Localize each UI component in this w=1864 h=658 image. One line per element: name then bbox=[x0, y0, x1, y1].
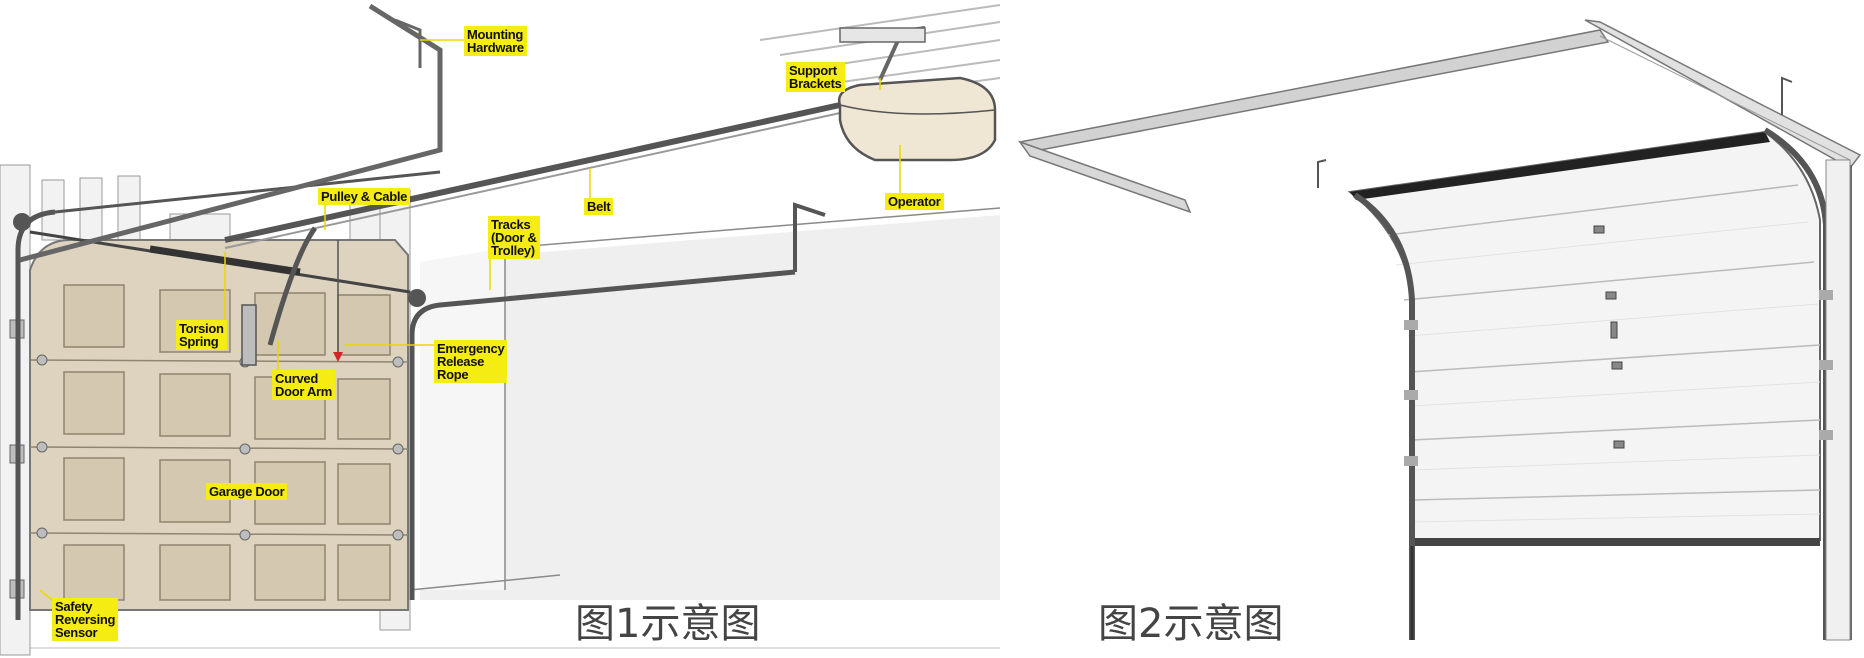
label-torsion-spring: Torsion Spring bbox=[176, 320, 227, 350]
label-mounting-hardware: Mounting Hardware bbox=[464, 26, 527, 56]
label-garage-door: Garage Door bbox=[206, 483, 288, 500]
label-pulley-cable: Pulley & Cable bbox=[318, 188, 411, 205]
label-operator: Operator bbox=[885, 193, 944, 210]
figure2-caption: 图2示意图 bbox=[1098, 601, 1284, 647]
label-support-brackets: Support Brackets bbox=[786, 62, 845, 92]
label-tracks: Tracks (Door & Trolley) bbox=[488, 216, 540, 259]
figure2-illustration bbox=[1018, 19, 1862, 641]
figure1-illustration bbox=[0, 3, 1001, 656]
label-belt: Belt bbox=[584, 198, 614, 215]
label-safety-reversing-sensor: Safety Reversing Sensor bbox=[52, 598, 119, 641]
label-emergency-release-rope: Emergency Release Rope bbox=[434, 340, 508, 383]
label-curved-door-arm: Curved Door Arm bbox=[272, 370, 336, 400]
figure1-caption: 图1示意图 bbox=[575, 601, 761, 647]
